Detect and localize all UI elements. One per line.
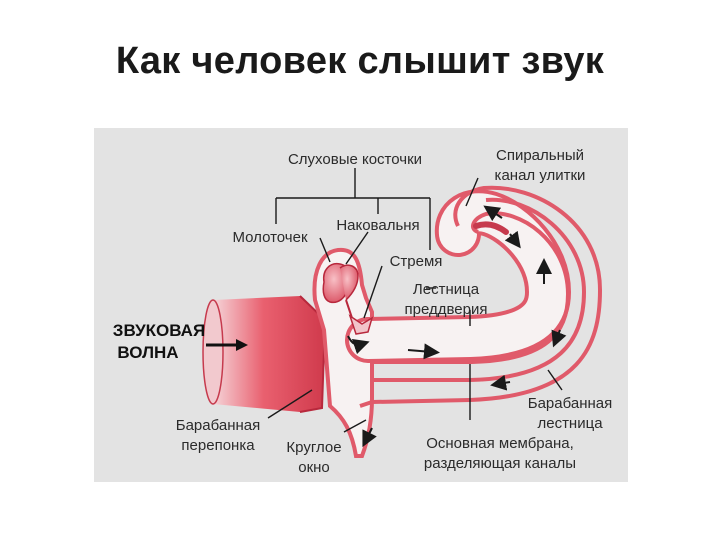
flow-arrows [347, 205, 567, 448]
label-eardrum-1: Барабанная [176, 417, 261, 434]
label-spiral-canal-2: канал улитки [495, 167, 586, 184]
ossicles [322, 262, 374, 335]
label-spiral-canal-1: Спиральный [496, 147, 584, 164]
label-scala-tympani-1: Барабанная [528, 395, 613, 412]
label-malleus: Молоточек [232, 229, 307, 246]
incus-bone [339, 264, 359, 301]
label-scala-vestibuli-1: Лестница [413, 281, 480, 298]
label-sound-wave-2: ВОЛНА [117, 343, 178, 362]
label-basilar-2: разделяющая каналы [424, 455, 576, 472]
label-eardrum-2: перепонка [181, 437, 255, 454]
sound-wave-arrow [206, 339, 248, 351]
label-scala-vestibuli-2: преддверия [405, 301, 488, 318]
label-stapes: Стремя [390, 253, 443, 270]
leader-lines [267, 168, 563, 433]
label-scala-tympani-2: лестница [537, 415, 603, 432]
stapes-bone [348, 314, 374, 335]
slide-title: Как человек слышит звук [115, 40, 605, 82]
label-round-window-1: Круглое [286, 439, 341, 456]
label-ossicles: Слуховые косточки [288, 151, 422, 168]
label-incus: Наковальня [336, 217, 419, 234]
label-basilar-1: Основная мембрана, [426, 435, 574, 452]
ear-canal [202, 295, 327, 413]
label-round-window-2: окно [298, 459, 330, 476]
label-sound-wave-1: ЗВУКОВАЯ [113, 321, 205, 340]
